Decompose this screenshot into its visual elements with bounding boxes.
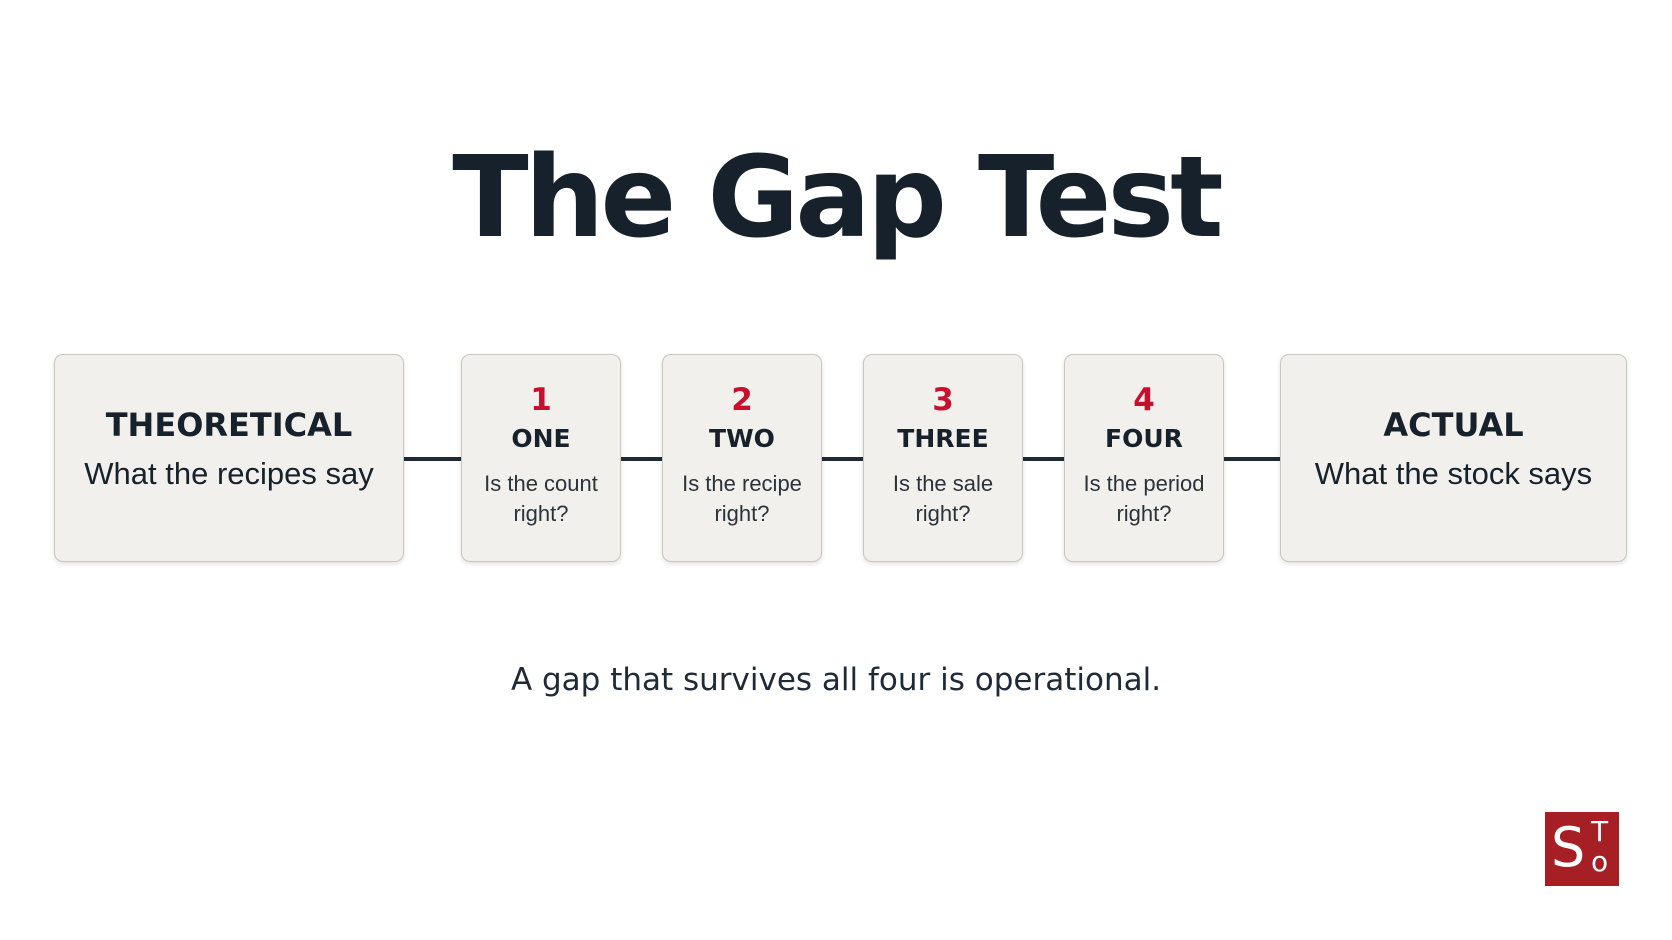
logo-letter-s: S: [1551, 816, 1586, 879]
step-word: ONE: [511, 424, 571, 453]
theoretical-label: THEORETICAL: [105, 406, 353, 444]
page-title: The Gap Test: [452, 133, 1223, 263]
step-word: FOUR: [1105, 424, 1183, 453]
step-question: Is the recipe right?: [682, 471, 802, 526]
caption: A gap that survives all four is operatio…: [510, 662, 1162, 698]
step-question: Is the count right?: [484, 471, 598, 526]
step-word: THREE: [897, 424, 989, 453]
connector-line: [1222, 457, 1281, 461]
step-word: TWO: [709, 424, 775, 453]
step-question: Is the period right?: [1083, 471, 1205, 526]
theoretical-description: What the recipes say: [84, 456, 374, 491]
connector-line: [403, 457, 463, 461]
step-box-1: 1 ONE Is the count right?: [461, 354, 621, 562]
gap-test-flow: THEORETICAL What the recipes say 1 ONE I…: [0, 354, 1672, 564]
step-box-2: 2 TWO Is the recipe right?: [662, 354, 822, 562]
theoretical-box: THEORETICAL What the recipes say: [54, 354, 404, 562]
step-box-3: 3 THREE Is the sale right?: [863, 354, 1023, 562]
logo-letter-t: T: [1591, 815, 1609, 848]
step-number: 1: [530, 382, 552, 418]
actual-label: ACTUAL: [1383, 406, 1524, 444]
step-question: Is the sale right?: [892, 471, 994, 526]
step-number: 3: [932, 382, 954, 418]
actual-description: What the stock says: [1314, 456, 1593, 491]
connector-line: [620, 457, 664, 461]
connector-line: [821, 457, 865, 461]
actual-box: ACTUAL What the stock says: [1280, 354, 1627, 562]
step-number: 2: [731, 382, 753, 418]
step-box-4: 4 FOUR Is the period right?: [1064, 354, 1224, 562]
logo-letter-o: o: [1591, 845, 1609, 878]
connector-line: [1022, 457, 1066, 461]
step-number: 4: [1133, 382, 1155, 418]
logo: S T o: [1545, 812, 1619, 886]
